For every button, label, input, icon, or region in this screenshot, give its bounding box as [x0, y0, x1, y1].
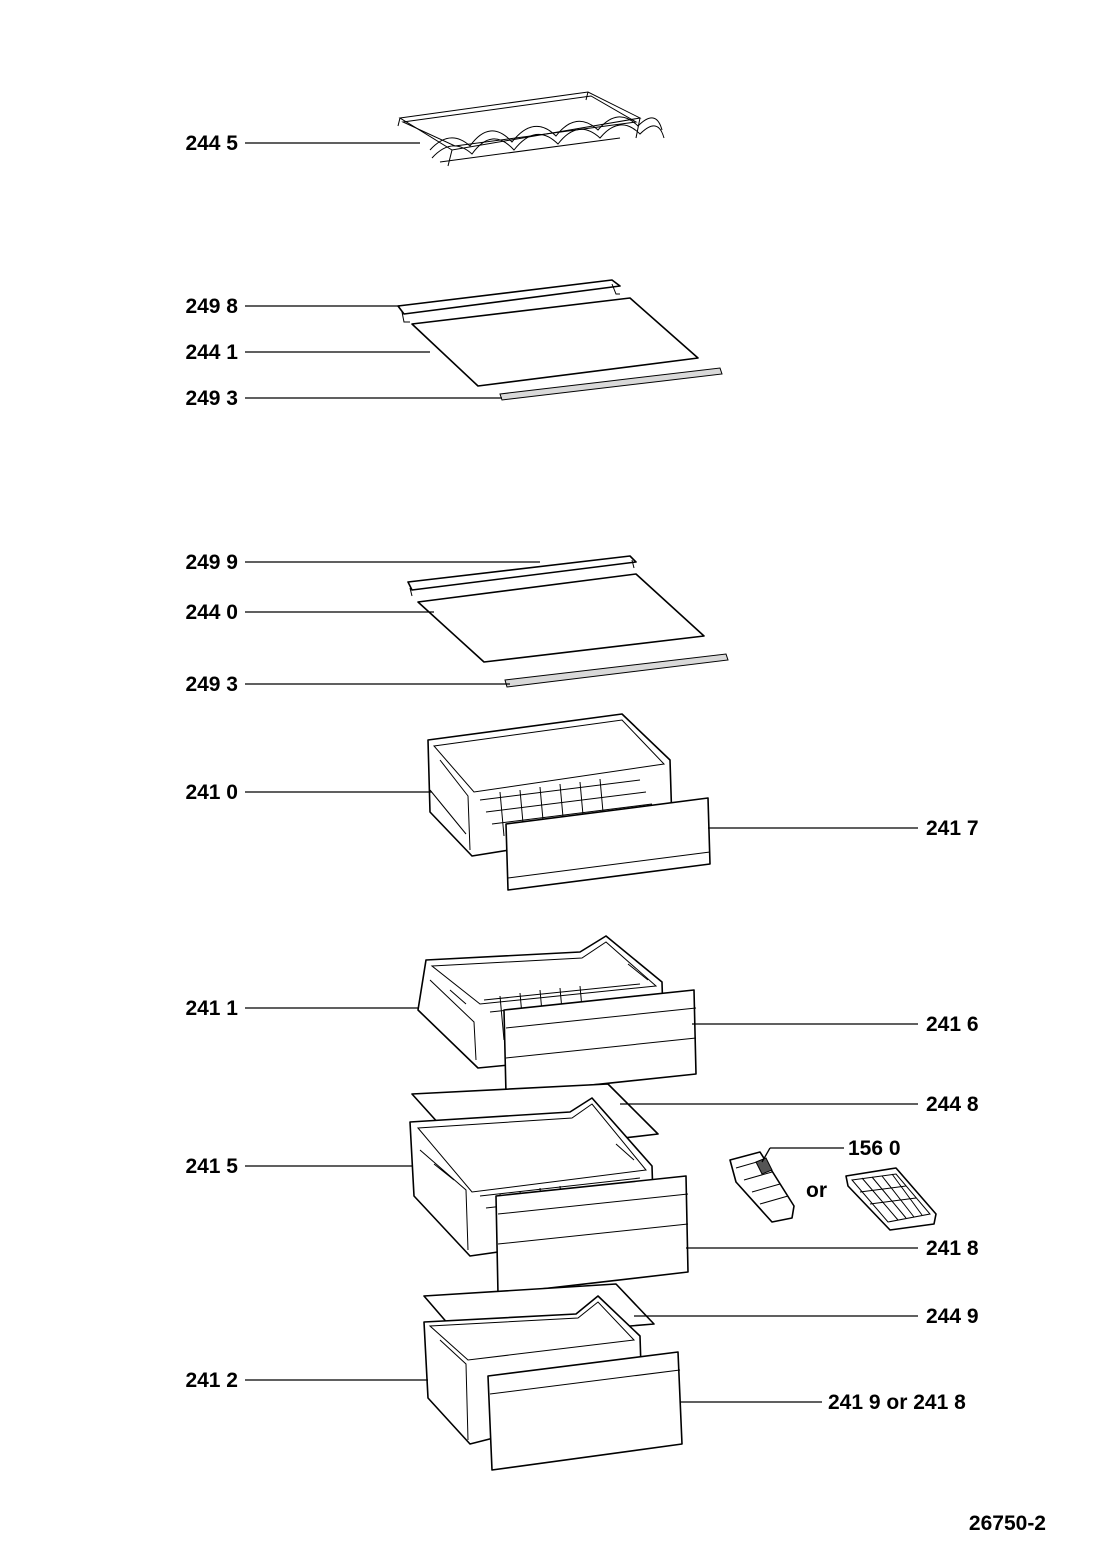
label-drawer3-front: 241 8 — [926, 1237, 979, 1260]
label-shelf2-trim-rear: 249 9 — [185, 551, 238, 574]
shelf2-rear-trim — [407, 555, 637, 597]
label-wine-rack: 244 5 — [185, 132, 238, 155]
drawer2-front — [503, 989, 697, 1095]
label-glass-plate-1: 244 8 — [926, 1093, 979, 1116]
label-drawer3-box: 241 5 — [185, 1155, 238, 1178]
drawing-number: 26750-2 — [969, 1512, 1046, 1535]
label-shelf2-trim-front: 249 3 — [185, 673, 238, 696]
label-drawer4-box: 241 2 — [185, 1369, 238, 1392]
label-glass-plate-2: 244 9 — [926, 1305, 979, 1328]
label-shelf1-glass: 244 1 — [185, 341, 238, 364]
label-drawer1-front: 241 7 — [926, 817, 979, 840]
label-ice-tray: 156 0 — [848, 1137, 901, 1160]
label-drawer2-front: 241 6 — [926, 1013, 979, 1036]
wine-rack — [397, 91, 665, 167]
shelf2-glass — [417, 573, 705, 663]
label-drawer2-box: 241 1 — [185, 997, 238, 1020]
shelf1-rear-trim — [397, 279, 621, 323]
ice-cube-tray — [845, 1167, 937, 1231]
drawer1-front — [505, 797, 711, 891]
label-shelf1-trim-front: 249 3 — [185, 387, 238, 410]
label-or: or — [806, 1179, 827, 1202]
label-shelf2-glass: 244 0 — [185, 601, 238, 624]
shelf1-glass — [411, 297, 699, 387]
drawer4-front — [487, 1351, 683, 1471]
ice-maker — [729, 1151, 795, 1223]
shelf2-front-trim — [504, 653, 729, 688]
label-drawer1-box: 241 0 — [185, 781, 238, 804]
label-shelf1-trim-rear: 249 8 — [185, 295, 238, 318]
label-drawer4-front: 241 9 or 241 8 — [828, 1391, 966, 1414]
leader-156-0 — [761, 1147, 771, 1163]
drawer3-front — [495, 1175, 689, 1295]
